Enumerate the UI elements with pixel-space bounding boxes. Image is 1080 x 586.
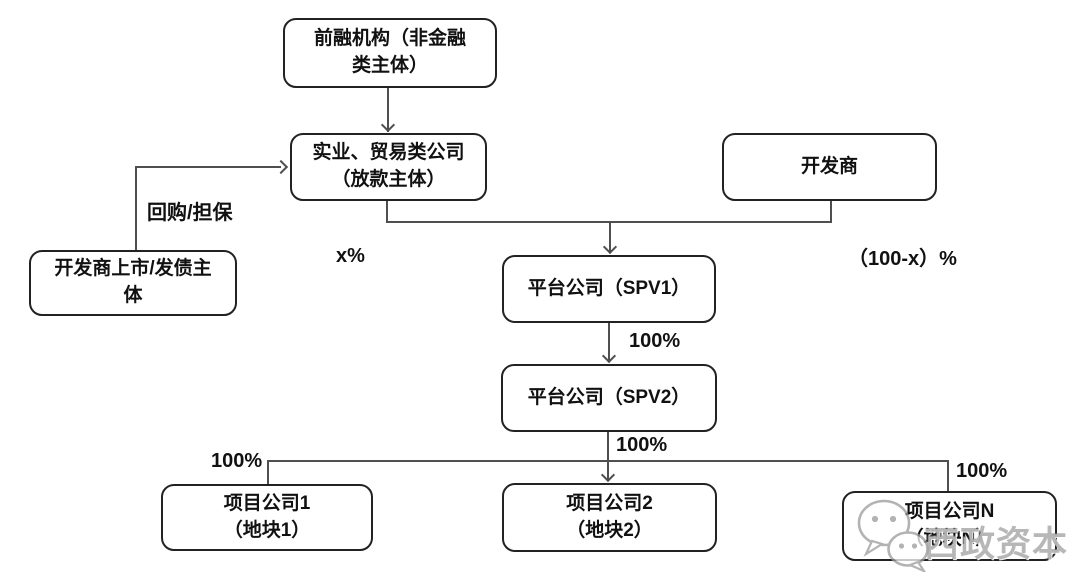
edge-label-100-percent-spv1-spv2: 100%	[629, 330, 681, 352]
connector-spv1-to-spv2	[608, 322, 610, 362]
node-label: 项目公司N	[904, 501, 995, 523]
node-label: 体	[123, 285, 143, 306]
node-label: （地块N）	[904, 528, 995, 549]
arrowhead-down-icon	[600, 467, 616, 483]
edge-label-x-percent: x%	[336, 245, 365, 267]
connector-listed-to-industry	[135, 166, 281, 168]
node-pre-financing-institution: 前融机构（非金融 类主体）	[283, 18, 497, 88]
node-label: 实业、贸易类公司	[312, 142, 465, 164]
connector-to-proj1	[267, 460, 269, 484]
node-platform-company-spv2: 平台公司（SPV2）	[501, 364, 717, 432]
connector-to-projn	[947, 460, 949, 491]
arrowhead-down-icon	[380, 117, 396, 133]
connector-listed-up	[135, 167, 137, 250]
connector-developer-down	[830, 200, 832, 223]
node-label: （地块1）	[223, 519, 311, 541]
node-developer: 开发商	[722, 133, 937, 201]
node-label: （地块2）	[566, 519, 653, 541]
connector-prefin-to-industry	[387, 88, 389, 132]
node-label: 类主体）	[351, 55, 428, 76]
node-label: 平台公司（SPV1）	[527, 277, 691, 299]
node-project-company-1: 项目公司1 （地块1）	[161, 484, 373, 551]
connector-industry-down	[386, 200, 388, 223]
arrowhead-right-icon	[273, 159, 289, 175]
edge-label-100-minus-x-percent: （100-x）%	[848, 248, 957, 270]
edge-label-repurchase-guarantee: 回购/担保	[147, 202, 233, 224]
edge-label-100-percent-spv2-proj2: 100%	[616, 434, 668, 456]
node-developer-listed-bond-entity: 开发商上市/发债主 体	[29, 250, 237, 316]
node-label: 开发商上市/发债主	[54, 258, 212, 280]
connector-distribution-bar	[267, 460, 949, 462]
node-project-company-n: 项目公司N （地块N）	[842, 491, 1057, 561]
node-platform-company-spv1: 平台公司（SPV1）	[502, 255, 716, 323]
arrowhead-down-icon	[602, 239, 618, 255]
node-industrial-trading-company: 实业、贸易类公司 （放款主体）	[290, 133, 487, 201]
node-project-company-2: 项目公司2 （地块2）	[502, 483, 717, 552]
edge-label-100-percent-projn: 100%	[956, 460, 1008, 482]
connector-to-spv1	[609, 222, 611, 253]
node-label: 项目公司1	[223, 492, 311, 514]
node-label: 项目公司2	[566, 492, 653, 514]
node-label: 平台公司（SPV2）	[527, 386, 691, 408]
edge-label-100-percent-proj1: 100%	[211, 450, 263, 472]
connector-spv2-to-proj2	[607, 431, 609, 481]
arrowhead-down-icon	[601, 348, 617, 364]
node-label: 开发商	[800, 155, 858, 177]
node-label: 前融机构（非金融	[313, 28, 466, 50]
node-label: （放款主体）	[331, 169, 446, 190]
